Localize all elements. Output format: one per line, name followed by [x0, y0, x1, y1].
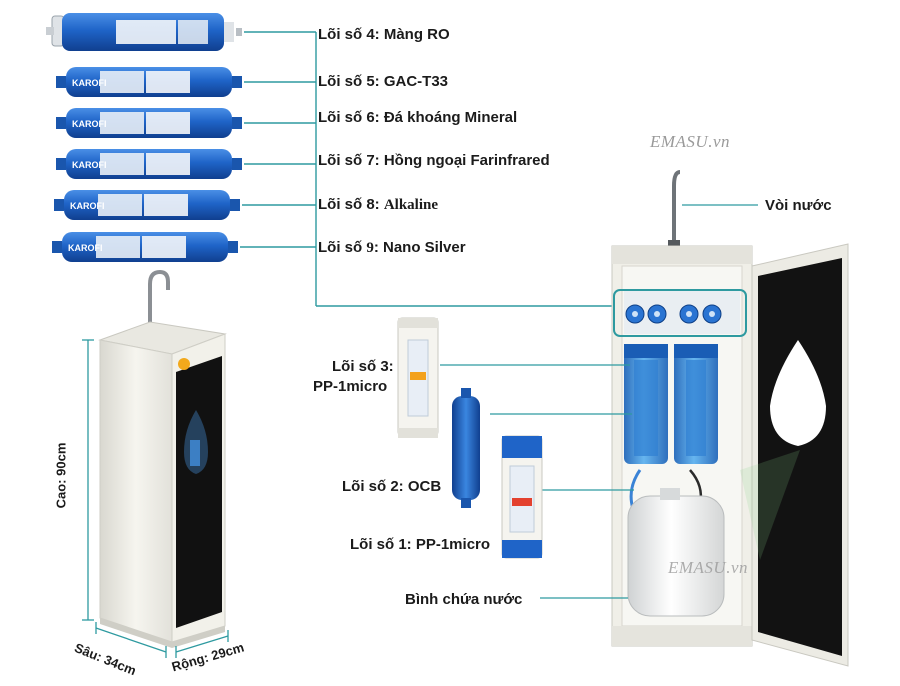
label-core-9-name: : Nano Silver [373, 239, 466, 256]
nano-silver-filter [52, 232, 238, 262]
filter-leader-lines [240, 31, 612, 307]
farinfrared-filter [56, 149, 242, 179]
label-core-4-ro: Lõi số 4: Màng RO [318, 26, 450, 43]
label-faucet: Vòi nước [765, 197, 832, 214]
label-core-1-pp: Lõi số 1: PP-1micro [350, 536, 491, 553]
dimension-height: Cao: 90cm [53, 442, 69, 509]
label-core-3-line2: PP-1micro [313, 378, 388, 395]
gac-t33-filter [56, 67, 242, 97]
label-core-9-prefix: Lõi số [318, 239, 367, 256]
watermark-bottom: EMASU.vn [668, 558, 749, 577]
label-core-7-farinfrared: Lõi số 7: Hồng ngoại Farinfrared [318, 152, 550, 169]
brand-mark-farinfrared: KAROFI [72, 160, 107, 170]
label-core-9-nano-silver: Lõi số 9: Nano Silver [318, 239, 466, 257]
pp-1micro-cartridge-1 [501, 435, 543, 559]
ro-membrane-filter [46, 13, 242, 51]
mineral-filter [56, 108, 242, 138]
label-core-9-number: 9 [366, 240, 374, 256]
label-core-8-alkaline: Lõi số 8: Alkaline [318, 196, 438, 214]
brand-mark-mineral: KAROFI [72, 119, 107, 129]
label-core-2-ocb: Lõi số 2: OCB [342, 478, 442, 495]
component-leader-lines [440, 204, 758, 599]
alkaline-filter [54, 190, 240, 220]
brand-mark-nano: KAROFI [68, 243, 103, 253]
filter-brand-marks: KAROFI KAROFI KAROFI KAROFI KAROFI [68, 78, 107, 253]
watermark-top: EMASU.vn [650, 132, 731, 151]
label-core-8-name: Alkaline [383, 197, 439, 213]
label-core-5-gac: Lõi số 5: GAC-T33 [318, 73, 449, 90]
label-storage-tank: Bình chứa nước [405, 591, 523, 608]
label-core-6-mineral: Lõi số 6: Đá khoáng Mineral [318, 109, 518, 126]
dimension-lines [82, 339, 229, 658]
open-cabinet [611, 170, 849, 667]
label-core-8-prefix: Lõi số 8: [318, 196, 384, 213]
closed-cabinet [98, 269, 227, 648]
pp-1micro-cartridge-3 [397, 317, 439, 438]
brand-mark-gac: KAROFI [72, 78, 107, 88]
ocb-cartridge-2 [452, 388, 480, 508]
label-core-3-line1: Lõi số 3: [332, 358, 394, 375]
brand-mark-alkaline: KAROFI [70, 201, 105, 211]
